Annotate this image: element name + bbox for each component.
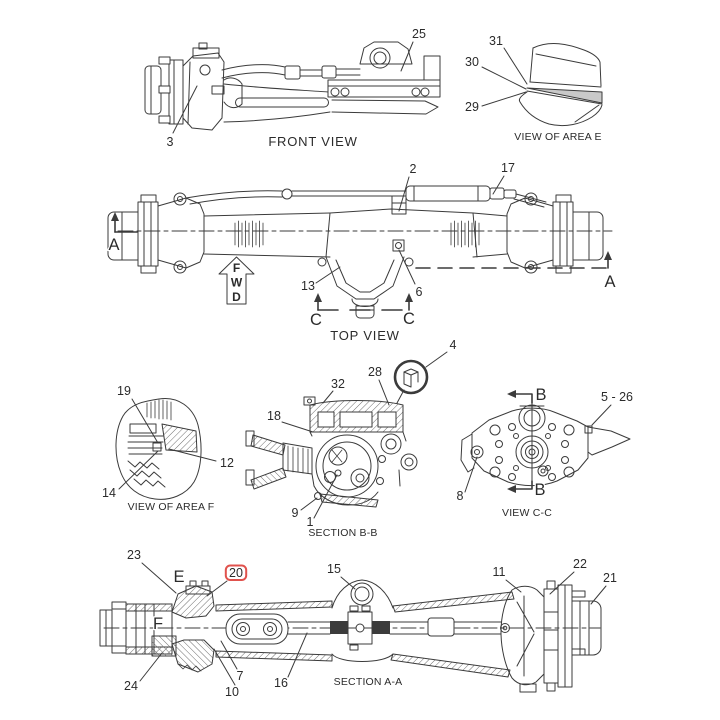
callout-9[interactable]: 9: [290, 505, 299, 521]
callout-leader-6: [398, 249, 416, 285]
front-view-art: [144, 41, 441, 131]
callout-30[interactable]: 30: [464, 54, 480, 70]
callout-leader-31: [503, 47, 528, 85]
callout-leader-19: [131, 398, 159, 444]
view-c-c-title: VIEW C-C: [502, 507, 552, 519]
callout-leader-3: [172, 85, 198, 134]
view-area-f-art: [115, 398, 202, 500]
callout-5 - 26[interactable]: 5 - 26: [600, 389, 634, 405]
callout-32[interactable]: 32: [330, 376, 346, 392]
view-letter-A: A: [108, 236, 119, 254]
view-area-e-art: [518, 43, 603, 127]
callout-leader-29: [481, 91, 527, 107]
callout-20[interactable]: 20: [228, 565, 244, 581]
view-area-f-title: VIEW OF AREA F: [128, 501, 215, 513]
callout-leader-20: [206, 580, 228, 597]
callout-29[interactable]: 29: [464, 99, 480, 115]
callout-leader-14: [118, 450, 159, 490]
callout-17[interactable]: 17: [500, 160, 516, 176]
callout-19[interactable]: 19: [116, 383, 132, 399]
callout-3[interactable]: 3: [165, 134, 174, 150]
callout-12[interactable]: 12: [219, 455, 235, 471]
callout-1[interactable]: 1: [305, 514, 314, 530]
callout-leader-12: [168, 448, 217, 462]
callout-leader-18: [281, 421, 314, 433]
callout-leader-4: [425, 351, 448, 368]
section-b-b-art: [245, 359, 429, 508]
callout-leader-2: [398, 176, 410, 212]
callout-14[interactable]: 14: [101, 485, 117, 501]
callout-31[interactable]: 31: [488, 33, 504, 49]
callout-leader-30: [481, 66, 527, 90]
top-view-art: [107, 185, 613, 319]
callout-leader-22: [549, 571, 575, 595]
callout-leader-21: [590, 585, 607, 605]
callout-13[interactable]: 13: [300, 278, 316, 294]
view-letter-B: B: [534, 481, 545, 499]
highlight-box: [224, 564, 248, 581]
fwd-arrow: [218, 256, 255, 305]
section-line-c: [314, 293, 413, 311]
callout-2[interactable]: 2: [408, 161, 417, 177]
callout-leader-15: [340, 576, 356, 590]
callout-22[interactable]: 22: [572, 556, 588, 572]
view-letter-B: B: [535, 386, 546, 404]
callout-4[interactable]: 4: [448, 337, 457, 353]
fwd-arrow-letter-F: F: [233, 261, 240, 275]
view-letter-E: E: [173, 568, 184, 586]
callout-leader-9: [300, 497, 318, 511]
callout-10[interactable]: 10: [224, 684, 240, 700]
view-letter-C: C: [403, 310, 415, 328]
callout-15[interactable]: 15: [326, 561, 342, 577]
callout-7[interactable]: 7: [235, 668, 244, 684]
fwd-arrow-letter-W: W: [231, 276, 243, 290]
callout-21[interactable]: 21: [602, 570, 618, 586]
section-a-a-title: SECTION A-A: [334, 676, 403, 688]
callout-leader-1: [313, 474, 338, 519]
front-view-title: FRONT VIEW: [268, 134, 357, 149]
section-a-a-art: [99, 579, 602, 693]
callout-11[interactable]: 11: [491, 564, 506, 580]
top-view-title: TOP VIEW: [330, 328, 400, 343]
view-letter-A: A: [604, 273, 615, 291]
callout-25[interactable]: 25: [411, 26, 427, 42]
callout-leader-13: [315, 266, 341, 284]
callout-leader-28: [378, 379, 390, 406]
callout-18[interactable]: 18: [266, 408, 282, 424]
callout-leader-24: [139, 652, 163, 682]
view-letter-C: C: [310, 311, 322, 329]
callout-leader-11: [505, 579, 522, 593]
section-line-a: [111, 212, 612, 269]
callout-leader-10: [213, 648, 236, 686]
callout-leader-8: [464, 456, 478, 493]
callout-leader-17: [492, 175, 505, 195]
callout-28[interactable]: 28: [367, 364, 383, 380]
callout-24[interactable]: 24: [123, 678, 139, 694]
view-area-e-title: VIEW OF AREA E: [514, 131, 601, 143]
callout-leader-25: [400, 41, 414, 72]
callout-leader-5 - 26: [591, 404, 612, 426]
section-b-b-title: SECTION B-B: [308, 527, 377, 539]
callout-23[interactable]: 23: [126, 547, 142, 563]
callout-leader-16: [287, 632, 308, 678]
callout-16[interactable]: 16: [273, 675, 289, 691]
callout-leader-32: [322, 390, 334, 404]
callout-leader-23: [141, 562, 177, 594]
view-letter-F: F: [153, 615, 163, 633]
view-c-c-art: [460, 390, 631, 493]
fwd-arrow-letter-D: D: [232, 290, 241, 304]
callout-8[interactable]: 8: [455, 488, 464, 504]
callout-6[interactable]: 6: [414, 284, 423, 300]
callout-leader-7: [220, 640, 238, 670]
